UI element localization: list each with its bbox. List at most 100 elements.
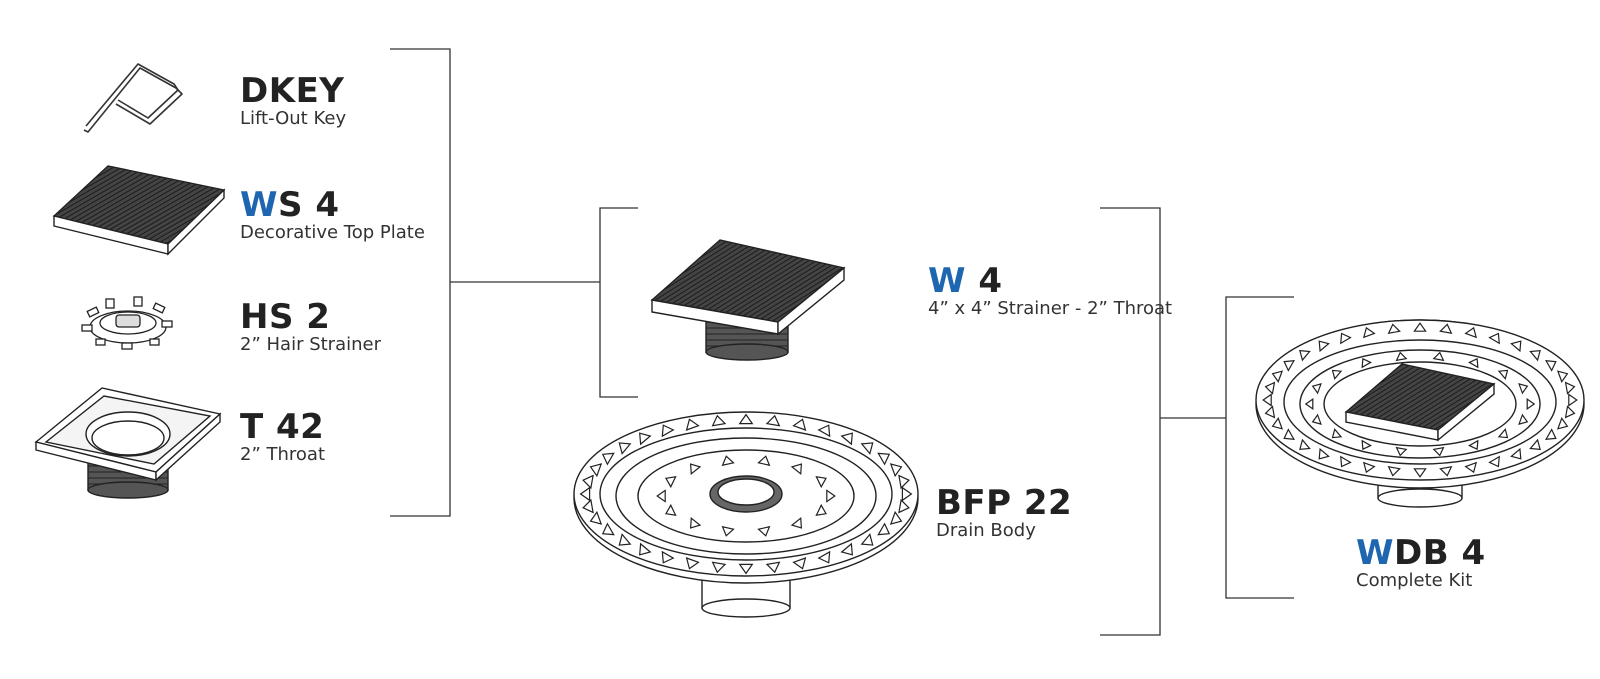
vent-mark — [840, 432, 853, 446]
part-label-wdb4: WDB 4 Complete Kit — [1356, 536, 1486, 590]
vent-mark — [877, 452, 891, 466]
vent-mark — [579, 486, 591, 502]
throat-illustration — [34, 387, 222, 499]
vent-mark — [685, 557, 700, 570]
vent-mark — [792, 418, 807, 431]
vent-mark — [1556, 416, 1569, 430]
vent-mark — [1304, 397, 1314, 411]
part-description: 2” Throat — [240, 444, 326, 465]
vent-mark — [817, 424, 831, 438]
vent-mark — [1488, 455, 1500, 468]
vent-mark — [738, 413, 754, 425]
vent-mark — [1361, 357, 1372, 369]
part-code-rest: T 42 — [240, 407, 325, 447]
vent-mark — [665, 503, 677, 517]
vent-mark — [1340, 455, 1352, 468]
vent-mark — [618, 442, 632, 455]
part-code: DKEY — [240, 74, 346, 108]
vent-mark — [1387, 465, 1401, 477]
vent-mark — [898, 498, 910, 514]
lift-out-key-illustration — [83, 63, 183, 133]
bracket-middle — [1100, 207, 1161, 636]
vent-mark — [1318, 340, 1330, 353]
vent-mark — [738, 563, 754, 575]
vent-mark — [1283, 428, 1296, 440]
part-code: WDB 4 — [1356, 536, 1486, 570]
vent-mark — [877, 522, 891, 536]
vent-mark — [889, 463, 903, 478]
vent-mark — [1568, 393, 1578, 407]
vent-mark — [1564, 405, 1576, 419]
vent-mark — [665, 475, 677, 489]
vent-mark — [1311, 413, 1322, 425]
vent-mark — [1331, 369, 1343, 380]
part-label-ws4: WS 4 Decorative Top Plate — [240, 188, 425, 242]
part-description: Complete Kit — [1356, 570, 1473, 591]
vent-mark — [1544, 360, 1557, 372]
vent-mark — [826, 489, 836, 503]
vent-mark — [790, 463, 803, 476]
vent-mark — [1395, 351, 1408, 362]
vent-mark — [1413, 468, 1427, 478]
vent-mark — [860, 442, 874, 455]
vent-mark — [589, 463, 603, 478]
vent-mark — [618, 533, 632, 546]
vent-mark — [898, 474, 910, 490]
hair-strainer-illustration — [81, 296, 173, 350]
drain-body-illustration — [573, 411, 919, 618]
vent-mark — [1318, 447, 1330, 460]
vent-mark — [711, 414, 727, 427]
vent-mark — [1361, 439, 1372, 451]
vent-mark — [757, 525, 771, 537]
vent-mark — [639, 432, 652, 446]
part-label-dkey: DKEY Lift-Out Key — [240, 74, 346, 128]
complete-kit-illustration — [1255, 319, 1585, 508]
vent-mark — [1497, 428, 1509, 439]
vent-mark — [1264, 405, 1276, 419]
part-label-hs2: HS 2 2” Hair Strainer — [240, 300, 381, 354]
part-description: Drain Body — [936, 520, 1036, 541]
vent-mark — [840, 542, 853, 556]
vent-mark — [685, 418, 700, 431]
vent-mark — [589, 510, 603, 525]
part-description: 2” Hair Strainer — [240, 334, 381, 355]
bracket-left — [390, 48, 451, 517]
part-code: BFP 22 — [936, 486, 1072, 520]
part-code-accent: W — [1356, 533, 1395, 573]
part-code: WS 4 — [240, 188, 425, 222]
vent-mark — [790, 516, 803, 529]
vent-mark — [721, 525, 735, 537]
vent-mark — [1413, 322, 1427, 332]
vent-mark — [765, 414, 781, 427]
part-code-accent: W — [928, 261, 967, 301]
vent-mark — [1439, 465, 1453, 477]
vent-mark — [1464, 461, 1478, 474]
part-description: Lift-Out Key — [240, 108, 347, 129]
vent-mark — [1564, 381, 1576, 395]
vent-mark — [1468, 439, 1479, 451]
vent-mark — [1395, 446, 1408, 457]
vent-mark — [1283, 360, 1296, 372]
flange-vent-marks — [1262, 322, 1578, 478]
vent-mark — [1387, 323, 1401, 335]
vent-mark — [601, 522, 615, 536]
vent-mark — [1271, 370, 1284, 384]
vent-mark — [815, 475, 827, 489]
vent-mark — [711, 561, 727, 574]
vent-mark — [1529, 349, 1541, 362]
vent-mark — [1526, 397, 1536, 411]
part-code-rest: HS 2 — [240, 297, 331, 337]
part-code-rest: 4 — [966, 261, 1003, 301]
vent-mark — [661, 550, 675, 564]
vent-mark — [1510, 340, 1522, 353]
vent-mark — [1331, 428, 1343, 439]
bracket-middle-open — [599, 207, 638, 398]
vent-mark — [721, 455, 735, 467]
vent-mark — [1362, 461, 1376, 474]
decorative-top-plate-illustration — [52, 165, 226, 256]
part-label-bfp22: BFP 22 Drain Body — [936, 486, 1072, 540]
vent-mark — [1488, 332, 1500, 345]
vent-mark — [1299, 349, 1311, 362]
bracket-right-open — [1225, 296, 1294, 599]
